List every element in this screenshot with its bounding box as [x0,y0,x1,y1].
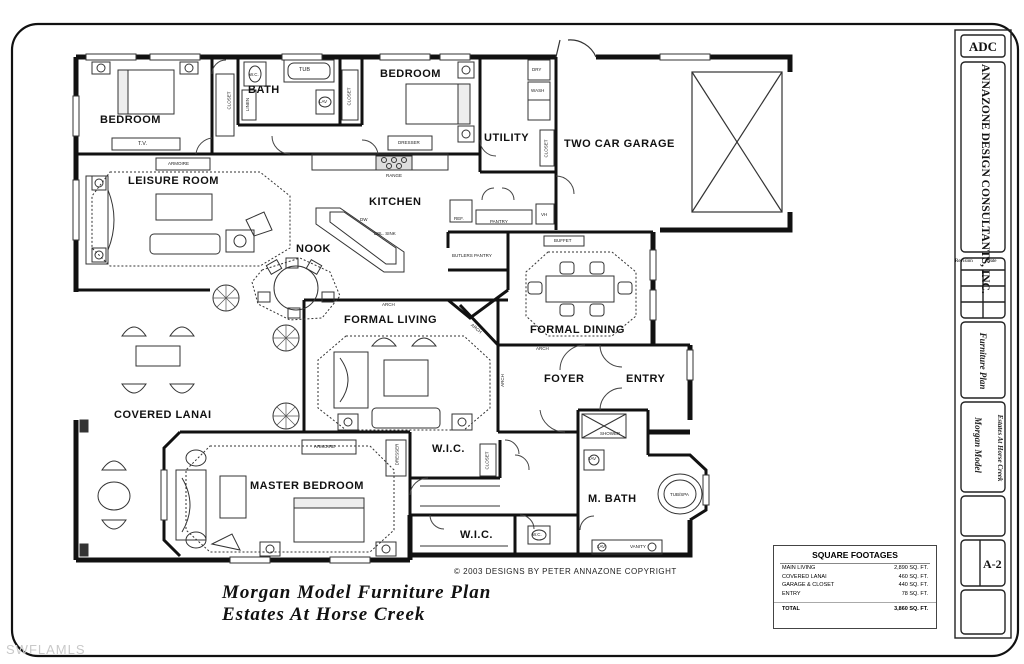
bedroom-right-furniture [387,61,475,151]
company-name: ANNAZONE DESIGN CONSULTANTS, INC. [979,64,991,294]
sqft-total-row: TOTAL 3,860 SQ. FT. [774,602,936,614]
sqft-total-value: 3,860 SQ. FT. [894,606,928,612]
drawing-title: Furniture Plan [978,332,988,390]
room-label-bedroom-right: BEDROOM [380,68,441,80]
logo-mark: ADC [969,39,997,54]
sqft-row-value: 2,890 SQ. FT. [894,565,928,571]
room-label-covered-lanai: COVERED LANAI [114,409,212,421]
room-label-foyer: FOYER [544,373,585,385]
sqft-row-label: ENTRY [782,590,801,597]
sqft-total-label: TOTAL [782,606,800,612]
room-label-formal-dining: FORMAL DINING [530,324,625,336]
room-label-entry: ENTRY [626,373,666,385]
revision-label: Revision [955,259,973,264]
mls-watermark: SWFLAMLS [6,642,86,657]
fixture-dresser-1: DRESSER [398,140,420,145]
bedroom-left-furniture [91,61,257,151]
fixture-closet-utility: CLOSET [543,139,549,158]
bath-furniture [243,59,359,121]
fixture-buffet: BUFFET [554,238,572,243]
sqft-row-label: GARAGE & CLOSET [782,582,835,588]
leisure-room-furniture [85,157,291,267]
fixture-arch-3: ARCH [536,346,549,351]
date-label: Date [987,259,997,264]
fixture-lav-2: LAV [588,456,597,461]
sqft-row: ENTRY 78 SQ. FT. [774,590,936,599]
fixture-tub-spa: TUB/SPA [670,492,689,497]
project-name-line-1: Morgan Model [973,417,983,473]
fixture-wash: WASH [531,88,545,93]
room-label-bedroom-left: BEDROOM [100,114,161,126]
fixture-pantry: PANTRY [490,219,508,224]
fixture-ref: REF. [454,216,464,221]
fixture-wc-2: W.C. [532,532,542,537]
room-label-wic-upper: W.I.C. [432,443,465,455]
utility-furniture [527,59,555,167]
kitchen-furniture [311,153,555,273]
sqft-row-value: 440 SQ. FT. [898,582,928,588]
title-block-frame [954,29,1012,639]
master-bath-furniture [420,413,703,555]
fixture-closet-1: CLOSET [226,91,232,110]
fixture-butlers-pantry: BUTLERS PANTRY [452,253,492,258]
fixture-closet-2: CLOSET [346,87,352,106]
sqft-row: MAIN LIVING 2,890 SQ. FT. [774,564,936,573]
fixture-tv: T.V. [138,141,147,147]
formal-dining-furniture [525,235,637,337]
exterior-walls [73,54,793,563]
fixture-armoire-2: ARMOIRE [314,444,336,449]
windows [72,53,711,564]
room-label-nook: NOOK [296,243,331,255]
project-name-line-2: Estates At Horse Creek [996,414,1004,482]
fixture-wc-1: W.C. [249,72,259,77]
room-label-utility: UTILITY [484,132,530,144]
fixture-dw: DW [360,217,368,222]
copyright-notice: © 2003 DESIGNS BY PETER ANNAZONE COPYRIG… [454,567,677,576]
room-label-leisure-room: LEISURE ROOM [128,175,219,187]
fixture-lav-1: LAV [319,99,328,104]
sheet-border [10,22,1020,658]
fixture-arch-4: ARCH [499,374,505,387]
room-label-m-bath: M. BATH [588,493,637,505]
garage [555,39,783,213]
room-label-kitchen: KITCHEN [369,196,422,208]
room-label-two-car-garage: TWO CAR GARAGE [564,138,675,150]
fixture-shower: SHOWER [600,431,621,436]
sqft-row-value: 78 SQ. FT. [901,590,928,597]
fixture-vanity: VANITY [630,544,646,549]
fixture-dry: DRY [532,67,542,72]
sheet-number: A-2 [983,557,1002,571]
door-swings [195,59,623,531]
fixture-linen: LINEN [245,97,251,112]
sqft-row-label: MAIN LIVING [782,565,816,571]
fixture-vh: VH [541,212,548,217]
master-bedroom-furniture [175,439,407,557]
room-label-bath: BATH [248,84,280,96]
nook-table [251,257,341,321]
fixture-range: RANGE [386,173,403,178]
sqft-row: COVERED LANAI 460 SQ. FT. [774,573,936,582]
sqft-row-label: COVERED LANAI [782,573,827,580]
room-label-wic-lower: W.I.C. [460,529,493,541]
plan-title-line-1: Morgan Model Furniture Plan [222,582,492,603]
room-label-master-bedroom: MASTER BEDROOM [250,480,364,492]
sqft-row: GARAGE & CLOSET 440 SQ. FT. [774,581,936,590]
fixture-dbl-sink: DBL. SINK [374,231,396,236]
fixture-closet-3: CLOSET [484,451,490,470]
fixture-tub: TUB [299,67,310,73]
sqft-row-value: 460 SQ. FT. [898,573,928,580]
square-footage-heading: SQUARE FOOTAGES [780,550,930,564]
fixture-armoire-1: ARMOIRE [168,161,190,166]
room-label-formal-living: FORMAL LIVING [344,314,438,326]
fixture-lav-3: LAV [597,544,606,549]
square-footage-table: SQUARE FOOTAGES MAIN LIVING 2,890 SQ. FT.… [773,545,937,629]
covered-lanai-furniture [79,284,300,557]
formal-living-furniture [317,335,491,431]
fixture-dresser-2: DRESSER [394,443,400,466]
fixture-arch-1: ARCH [382,302,395,307]
plan-title-line-2: Estates At Horse Creek [222,604,426,625]
